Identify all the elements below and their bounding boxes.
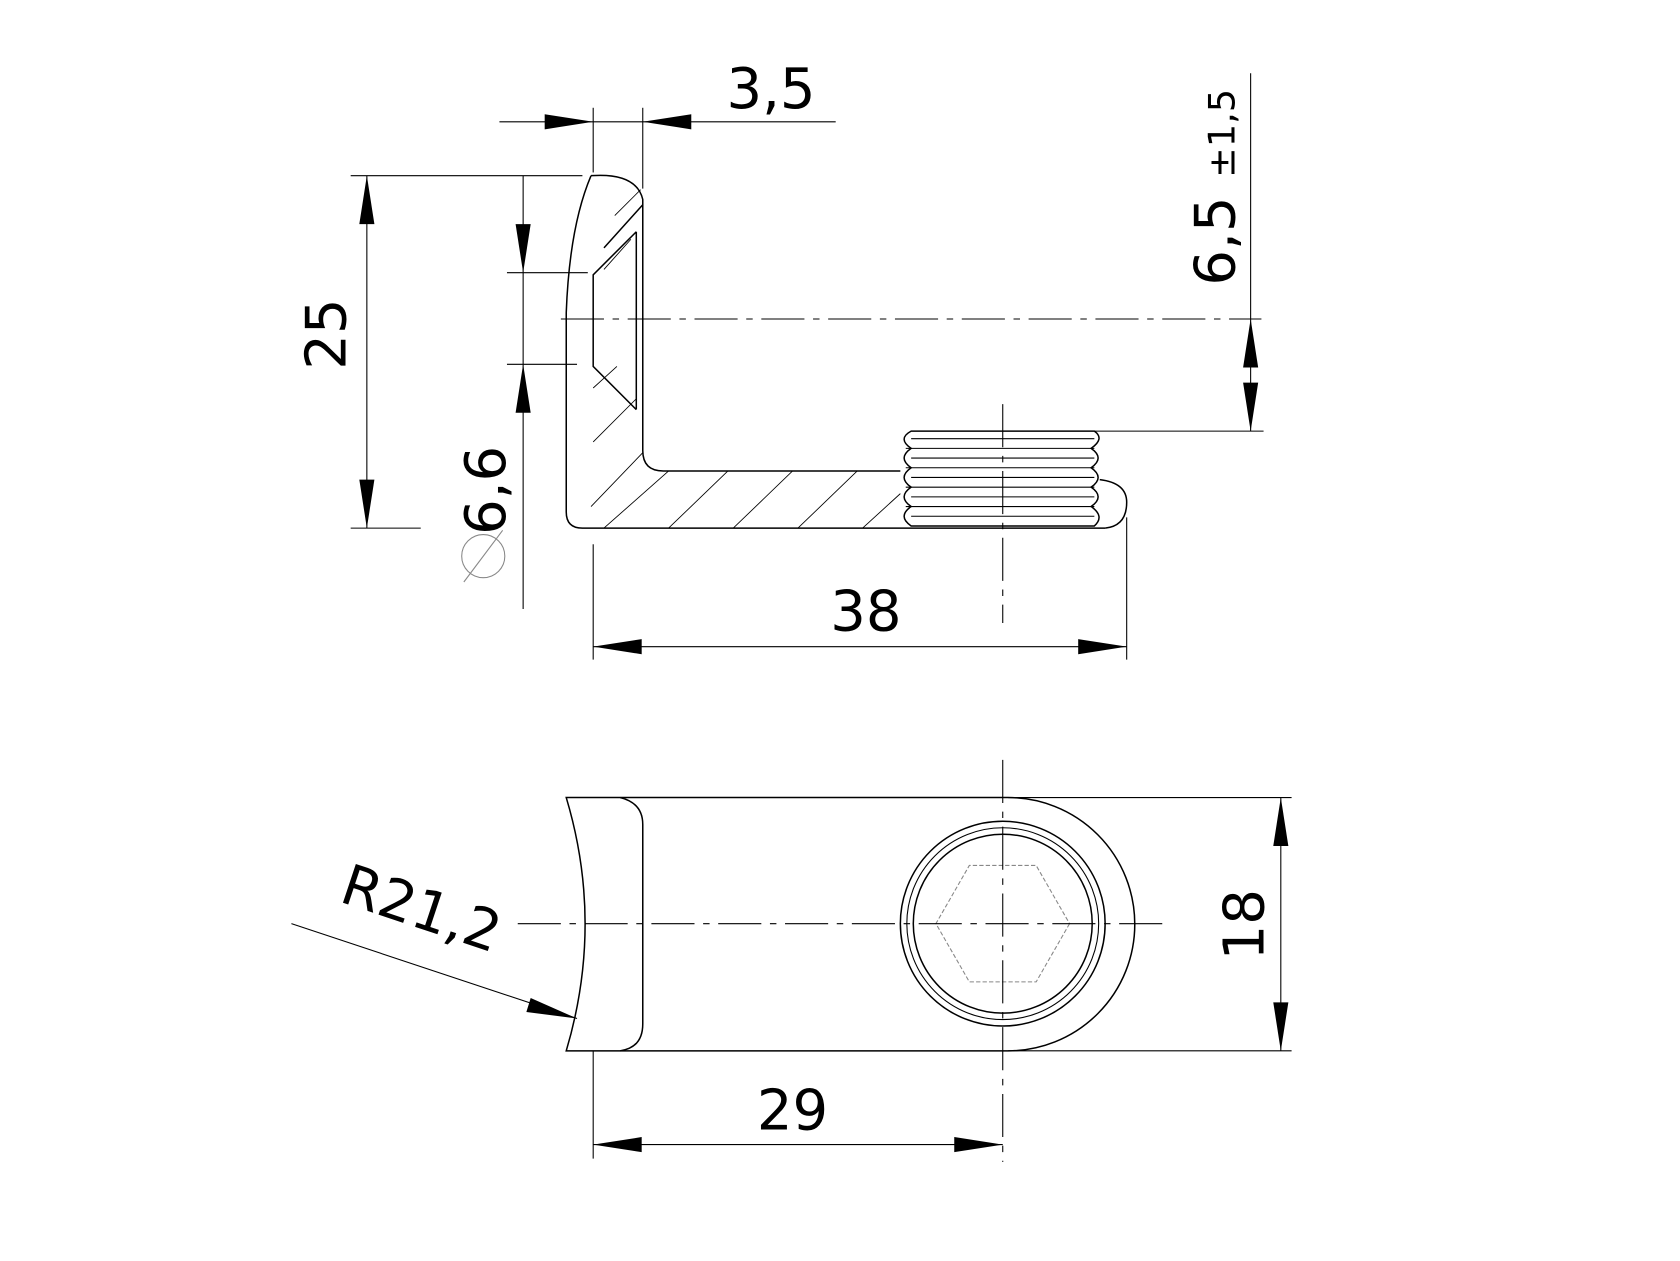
dimension-label: 3,5 bbox=[726, 57, 815, 122]
dimension-radius: R21,2 bbox=[291, 853, 578, 1020]
section-hatching bbox=[590, 189, 901, 529]
thread-tip bbox=[1099, 478, 1128, 529]
dimension-length: 38 bbox=[592, 517, 1128, 660]
dimension-hole-position: 29 bbox=[592, 1050, 1003, 1159]
diameter-symbol bbox=[461, 529, 506, 583]
countersink bbox=[592, 204, 644, 411]
dimension-thread-offset: 6,5 ±1,5 bbox=[1094, 73, 1264, 432]
part-profile bbox=[565, 174, 1106, 529]
thread bbox=[903, 430, 1100, 527]
dimension-label: 25 bbox=[294, 298, 359, 369]
dimension-height: 25 bbox=[294, 175, 583, 529]
top-view: R21,2 18 29 bbox=[291, 759, 1292, 1162]
side-view: 3,5 25 6,6 ⌀ 6,5 ±1,5 bbox=[294, 57, 1264, 660]
dimension-label: 38 bbox=[830, 580, 901, 645]
dimension-thickness: 3,5 bbox=[499, 57, 836, 189]
dimension-label: 29 bbox=[757, 1079, 828, 1144]
dimension-label: 6,6 bbox=[454, 446, 519, 535]
tolerance-label: ±1,5 bbox=[1200, 89, 1243, 178]
part-outline bbox=[565, 796, 1136, 1052]
dimension-width: 18 bbox=[1213, 797, 1289, 1051]
dimension-label: 18 bbox=[1213, 889, 1278, 960]
dimension-hole-diameter: 6,6 ⌀ bbox=[454, 175, 588, 609]
dimension-label: 6,5 bbox=[1183, 197, 1248, 286]
dimension-label: R21,2 bbox=[333, 853, 509, 966]
